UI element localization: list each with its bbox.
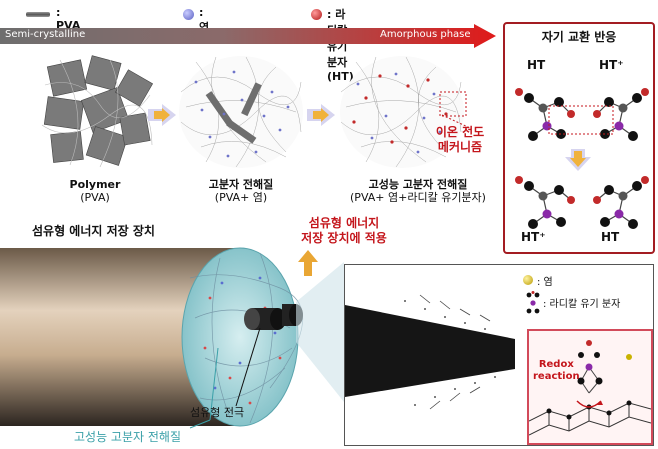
device-title: 섬유형 에너지 저장 장치: [32, 224, 155, 238]
self-exchange-title: 자기 교환 반응: [541, 30, 617, 44]
zoom-legend-radical: : 라디칼 유기 분자: [543, 299, 621, 310]
legend-salt-text: : 염: [199, 6, 210, 34]
ion-conduction-mechanism-label: 이온 전도 메커니즘: [424, 125, 496, 155]
apply-up-arrow: [298, 250, 318, 276]
redox-line2: reaction: [533, 371, 580, 382]
ht-top-right-label: HT⁺: [599, 58, 624, 72]
ht-bottom-right-label: HT: [601, 230, 620, 244]
radical-sphere-icon: [311, 9, 322, 20]
high-performance-electrolyte-illustration: [340, 56, 467, 168]
redox-line1: Redox: [538, 359, 574, 370]
polymer-electrolyte-illustration: [179, 56, 303, 168]
ion-mechanism-line1: 이온 전도: [435, 125, 485, 139]
stage-arrow-1: [148, 104, 176, 126]
zoom-legend-salt: : 염: [537, 277, 553, 288]
apply-line1: 섬유형 에너지: [308, 216, 380, 230]
redox-graphene-illustration: [529, 340, 651, 436]
stage2-line2: (PVA+ 염): [214, 191, 268, 204]
fiber-energy-device-illustration: [0, 247, 303, 429]
pva-rod-icon: [26, 12, 50, 17]
apply-line2: 저장 장치에 적용: [301, 231, 387, 245]
redox-inset: Redox reaction: [527, 329, 653, 445]
zoom-salt-sphere-icon: [523, 275, 533, 285]
molecule-bottom-pair: [515, 176, 649, 229]
exchange-down-arrow: [565, 149, 591, 171]
stage2-line1: 고분자 전해질: [208, 178, 274, 191]
ht-top-left-label: HT: [527, 58, 546, 72]
stage-label-polymer-electrolyte: 고분자 전해질 (PVA+ 염): [186, 178, 296, 204]
stage-arrow-2: [307, 104, 335, 126]
phase-arrow: [0, 24, 496, 48]
phase-right-label: Amorphous phase: [380, 29, 471, 40]
stage1-line2: (PVA): [80, 191, 110, 204]
stage3-line2: (PVA+ 염+라디칼 유기분자): [350, 191, 486, 204]
ion-mechanism-line2: 메커니즘: [437, 140, 483, 154]
electrode-label: 섬유형 전극: [190, 406, 245, 419]
electrolyte-label: 고성능 고분자 전해질: [74, 430, 181, 444]
ht-bottom-left-label: HT⁺: [521, 230, 546, 244]
redox-label: Redox reaction: [533, 359, 580, 383]
stage1-line1: Polymer: [69, 178, 121, 191]
zoom-radical-molecule-icon: [526, 291, 540, 314]
stage3-line1: 고성능 고분자 전해질: [368, 178, 468, 191]
zoom-detail-panel: : 염 : 라디칼 유기 분자 Redox reaction: [344, 264, 654, 446]
phase-left-label: Semi-crystalline: [5, 29, 86, 40]
salt-sphere-icon: [183, 9, 194, 20]
zoom-electrode-cone: [345, 294, 515, 410]
apply-to-device-label: 섬유형 에너지 저장 장치에 적용: [284, 216, 404, 246]
pva-crystalline-illustration: [41, 55, 154, 168]
stage-label-high-performance-electrolyte: 고성능 고분자 전해질 (PVA+ 염+라디칼 유기분자): [336, 178, 500, 204]
stage-label-polymer: Polymer (PVA): [45, 178, 145, 204]
self-exchange-panel: 자기 교환 반응 HT HT⁺ HT⁺ HT: [503, 22, 655, 254]
mechanism-pointer-line: [441, 114, 471, 129]
zoom-connector: [296, 262, 344, 402]
molecule-top-pair: [515, 88, 649, 141]
